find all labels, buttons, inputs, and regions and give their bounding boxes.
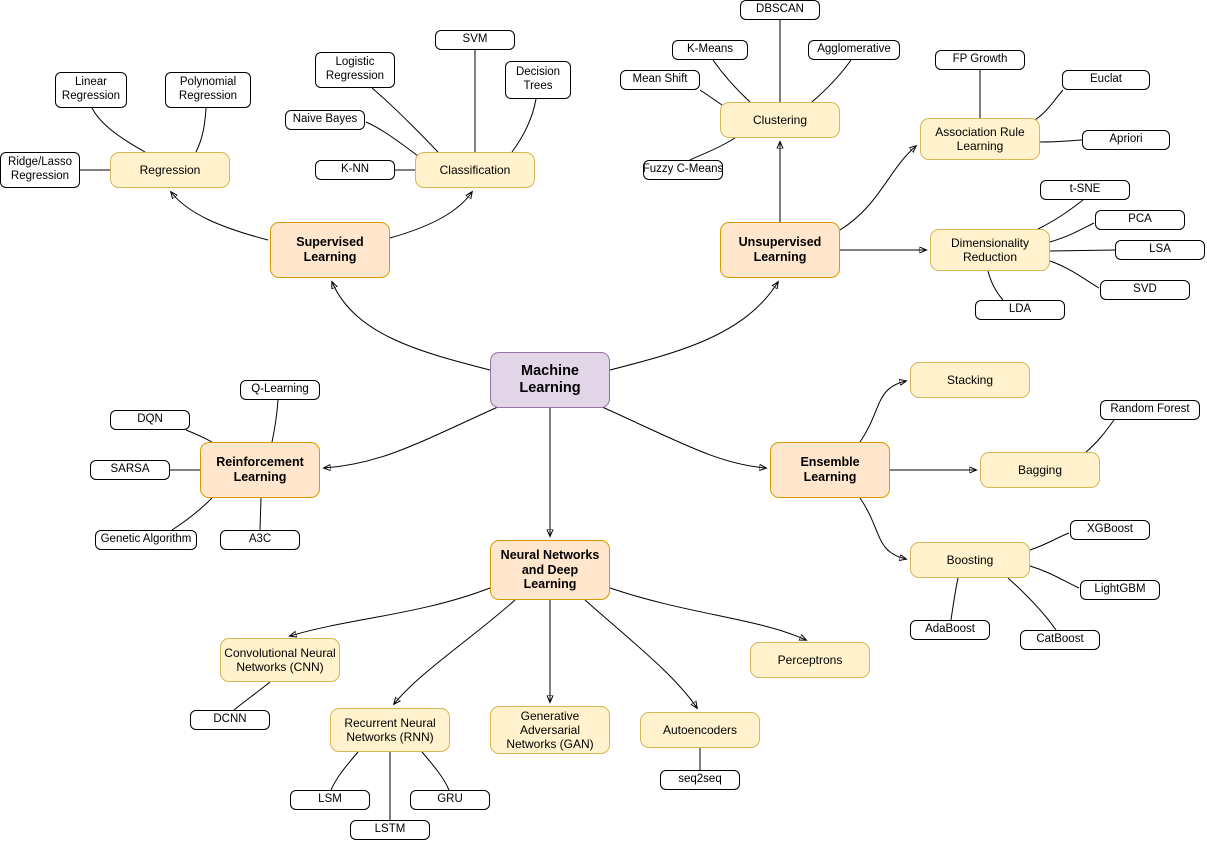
edge-boosting-lightgbm <box>1029 565 1080 589</box>
edge-clustering-kmeans <box>712 59 751 103</box>
edge-neural-cnn <box>290 587 491 636</box>
node-decision-trees[interactable]: Decision Trees <box>505 61 571 99</box>
node-gan[interactable]: Generative Adversarial Networks (GAN) <box>490 706 610 754</box>
node-adaboost[interactable]: AdaBoost <box>910 620 990 640</box>
edge-classification-decisiontrees <box>511 98 537 153</box>
edge-classification-naivebayes <box>365 121 419 157</box>
edge-dimred-tsne <box>1037 199 1084 230</box>
edge-unsupervised-association <box>839 146 916 231</box>
edge-ml-supervised <box>332 282 491 371</box>
node-cnn[interactable]: Convolutional Neural Networks (CNN) <box>220 638 340 682</box>
node-fp-growth[interactable]: FP Growth <box>935 50 1025 70</box>
node-gru[interactable]: GRU <box>410 790 490 810</box>
node-svm[interactable]: SVM <box>435 30 515 50</box>
node-polynomial-regression[interactable]: Polynomial Regression <box>165 72 251 108</box>
edge-neural-perceptrons <box>609 587 806 640</box>
edge-clustering-meanshift <box>699 89 723 106</box>
edge-ensemble-boosting <box>859 497 906 559</box>
edge-reinforcement-a3c <box>259 497 262 531</box>
edge-association-euclat <box>1031 89 1064 123</box>
edge-supervised-regression <box>171 192 269 241</box>
node-random-forest[interactable]: Random Forest <box>1100 400 1200 420</box>
node-dcnn[interactable]: DCNN <box>190 710 270 730</box>
node-reinforcement-learning[interactable]: Reinforcement Learning <box>200 442 320 498</box>
edge-dimred-svd <box>1049 260 1100 289</box>
node-autoencoders[interactable]: Autoencoders <box>640 712 760 748</box>
edge-boosting-catboost <box>1007 577 1057 631</box>
node-bagging[interactable]: Bagging <box>980 452 1100 488</box>
node-lsm[interactable]: LSM <box>290 790 370 810</box>
edge-ensemble-stacking <box>859 381 906 443</box>
node-lightgbm[interactable]: LightGBM <box>1080 580 1160 600</box>
node-t-sne[interactable]: t-SNE <box>1040 180 1130 200</box>
node-association-rule-learning[interactable]: Association Rule Learning <box>920 118 1040 160</box>
node-euclat[interactable]: Euclat <box>1062 70 1150 90</box>
node-xgboost[interactable]: XGBoost <box>1070 520 1150 540</box>
node-svd[interactable]: SVD <box>1100 280 1190 300</box>
edge-clustering-agglomerative <box>811 59 852 103</box>
edge-ml-unsupervised <box>609 282 778 371</box>
node-linear-regression[interactable]: Linear Regression <box>55 72 127 108</box>
edge-regression-linear <box>91 107 146 153</box>
edge-boosting-xgboost <box>1029 532 1070 551</box>
edge-dimred-pca <box>1049 222 1095 243</box>
node-ensemble-learning[interactable]: Ensemble Learning <box>770 442 890 498</box>
node-k-means[interactable]: K-Means <box>672 40 748 60</box>
node-clustering[interactable]: Clustering <box>720 102 840 138</box>
node-pca[interactable]: PCA <box>1095 210 1185 230</box>
node-mean-shift[interactable]: Mean Shift <box>620 70 700 90</box>
node-rnn[interactable]: Recurrent Neural Networks (RNN) <box>330 708 450 752</box>
edge-neural-rnn <box>394 599 516 704</box>
node-catboost[interactable]: CatBoost <box>1020 630 1100 650</box>
node-k-nn[interactable]: K-NN <box>315 160 395 180</box>
node-agglomerative[interactable]: Agglomerative <box>808 40 900 60</box>
node-lsa[interactable]: LSA <box>1115 240 1205 260</box>
edge-neural-autoencoders <box>584 599 697 708</box>
edge-ml-ensemble <box>599 405 766 468</box>
edge-reinforcement-qlearning <box>271 399 279 443</box>
node-classification[interactable]: Classification <box>415 152 535 188</box>
edge-supervised-classification <box>389 192 472 239</box>
edge-ml-reinforcement <box>324 405 501 468</box>
edge-regression-polynomial <box>195 107 207 153</box>
node-genetic-algorithm[interactable]: Genetic Algorithm <box>95 530 197 550</box>
node-dqn[interactable]: DQN <box>110 410 190 430</box>
node-stacking[interactable]: Stacking <box>910 362 1030 398</box>
node-logistic-regression[interactable]: Logistic Regression <box>315 52 395 88</box>
node-sarsa[interactable]: SARSA <box>90 460 170 480</box>
edge-dimred-lda <box>987 270 1004 301</box>
node-dbscan[interactable]: DBSCAN <box>740 0 820 20</box>
edge-association-apriori <box>1039 139 1083 143</box>
edge-reinforcement-dqn <box>185 429 213 443</box>
node-supervised-learning[interactable]: Supervised Learning <box>270 222 390 278</box>
edge-rnn-gru <box>421 751 450 791</box>
edge-clustering-fuzzy <box>689 137 736 161</box>
node-naive-bayes[interactable]: Naive Bayes <box>285 110 365 130</box>
node-lstm[interactable]: LSTM <box>350 820 430 840</box>
node-apriori[interactable]: Apriori <box>1082 130 1170 150</box>
node-perceptrons[interactable]: Perceptrons <box>750 642 870 678</box>
edge-rnn-lsm <box>330 751 359 791</box>
edge-dimred-lsa <box>1049 249 1116 252</box>
node-neural-networks-deep-learning[interactable]: Neural Networks and Deep Learning <box>490 540 610 600</box>
node-regression[interactable]: Regression <box>110 152 230 188</box>
node-lda[interactable]: LDA <box>975 300 1065 320</box>
edge-boosting-adaboost <box>950 577 959 621</box>
node-dimensionality-reduction[interactable]: Dimensionality Reduction <box>930 229 1050 271</box>
node-seq2seq[interactable]: seq2seq <box>660 770 740 790</box>
node-q-learning[interactable]: Q-Learning <box>240 380 320 400</box>
node-unsupervised-learning[interactable]: Unsupervised Learning <box>720 222 840 278</box>
node-boosting[interactable]: Boosting <box>910 542 1030 578</box>
node-machine-learning[interactable]: Machine Learning <box>490 352 610 408</box>
edge-classification-logistic <box>371 87 439 153</box>
node-a3c[interactable]: A3C <box>220 530 300 550</box>
node-ridge-lasso-regression[interactable]: Ridge/Lasso Regression <box>0 152 80 188</box>
edge-bagging-randomforest <box>1085 419 1115 453</box>
edge-reinforcement-genetic <box>171 497 213 531</box>
node-fuzzy-c-means[interactable]: Fuzzy C-Means <box>643 160 723 180</box>
edge-cnn-dcnn <box>233 681 271 711</box>
